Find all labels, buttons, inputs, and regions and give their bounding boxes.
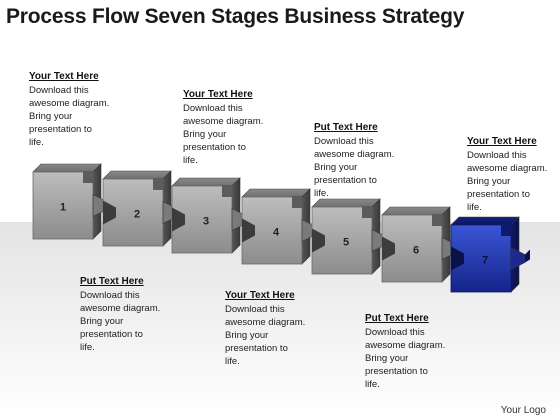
callout-body: Download this awesome diagram. Bring you…: [314, 136, 395, 199]
stage-number-6: 6: [413, 245, 419, 257]
stage-number-2: 2: [134, 209, 140, 221]
callout-body: Download this awesome diagram. Bring you…: [183, 103, 264, 166]
footer-logo-text: Your Logo: [500, 405, 546, 416]
page-title: Process Flow Seven Stages Business Strat…: [6, 5, 465, 28]
callout-heading: Put Text Here: [80, 276, 144, 287]
callout-top-3: Put Text Here Download this awesome diag…: [314, 121, 409, 200]
callout-bottom-3: Put Text Here Download this awesome diag…: [365, 312, 460, 391]
callout-heading: Put Text Here: [314, 122, 378, 133]
stage-number-1: 1: [60, 202, 66, 214]
callout-heading: Your Text Here: [225, 290, 295, 301]
callout-body: Download this awesome diagram. Bring you…: [365, 327, 446, 390]
stage-number-3: 3: [203, 216, 209, 228]
callout-heading: Your Text Here: [467, 136, 537, 147]
puzzle-piece-7: 7: [450, 216, 530, 293]
callout-body: Download this awesome diagram. Bring you…: [225, 304, 306, 367]
puzzle-piece-3: 3: [171, 177, 251, 254]
callout-body: Download this awesome diagram. Bring you…: [80, 290, 161, 353]
callout-bottom-1: Put Text Here Download this awesome diag…: [80, 275, 175, 354]
callout-top-4: Your Text Here Download this awesome dia…: [467, 135, 560, 214]
puzzle-piece-5: 5: [311, 198, 391, 275]
puzzle-piece-2: 2: [102, 170, 182, 247]
callout-top-1: Your Text Here Download this awesome dia…: [29, 70, 124, 149]
callout-top-2: Your Text Here Download this awesome dia…: [183, 88, 278, 167]
puzzle-piece-4: 4: [241, 188, 321, 265]
puzzle-piece-6: 6: [381, 206, 461, 283]
puzzle-piece-1: 1: [32, 163, 112, 240]
callout-body: Download this awesome diagram. Bring you…: [467, 150, 548, 213]
callout-bottom-2: Your Text Here Download this awesome dia…: [225, 289, 320, 368]
callout-heading: Your Text Here: [183, 89, 253, 100]
stage-number-5: 5: [343, 237, 349, 249]
stage-number-4: 4: [273, 227, 280, 239]
callout-heading: Your Text Here: [29, 71, 99, 82]
callout-heading: Put Text Here: [365, 313, 429, 324]
stage-number-7: 7: [482, 255, 488, 267]
callout-body: Download this awesome diagram. Bring you…: [29, 85, 110, 148]
